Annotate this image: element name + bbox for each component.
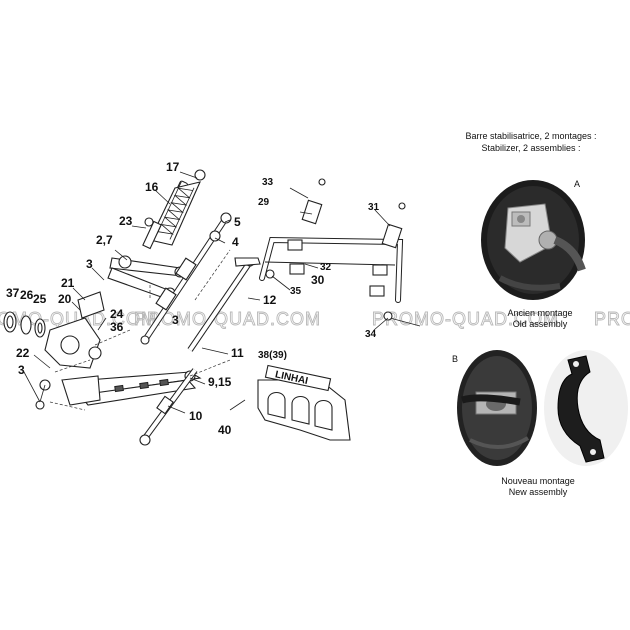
watermark-mid-right: PROMO-QUAD.COM <box>372 309 559 329</box>
callout-12: 12 <box>263 293 277 307</box>
callout-30: 30 <box>311 273 325 287</box>
callout-10: 10 <box>189 409 203 423</box>
callout-23: 23 <box>119 214 133 228</box>
callout-2-7: 2,7 <box>96 233 113 247</box>
callout-33: 33 <box>262 177 274 188</box>
stabilizer-bracket-31 <box>381 202 406 249</box>
lower-ball-joint <box>35 379 51 410</box>
callout-22: 22 <box>16 346 30 360</box>
old-assembly-photo <box>481 180 586 300</box>
lower-swing-arm <box>61 370 202 406</box>
old-assembly-en: Old assembly <box>513 319 568 329</box>
tie-rod-lower <box>139 368 198 446</box>
callout-21: 21 <box>61 276 75 290</box>
stabilizer-bracket-33 <box>289 178 326 225</box>
callout-32: 32 <box>320 262 332 273</box>
callout-11: 11 <box>231 346 244 360</box>
new-assembly-photo <box>457 350 537 466</box>
skid-plate: LINHAI <box>257 364 351 441</box>
watermark-right: PRO <box>594 309 630 329</box>
stabilizer-panel: Barre stabilisatrice, 2 montages : Stabi… <box>452 131 628 497</box>
callout-36: 36 <box>110 320 124 334</box>
old-assembly-fr: Ancien montage <box>507 308 572 318</box>
callout-leaders <box>23 171 391 414</box>
callout-35: 35 <box>290 286 302 297</box>
callout-38-39: 38(39) <box>258 350 287 361</box>
label-B: B <box>452 354 458 364</box>
callout-26: 26 <box>20 288 34 302</box>
callout-40: 40 <box>218 423 232 437</box>
watermark-center: PROMO-QUAD.COM <box>134 309 321 329</box>
callout-16: 16 <box>145 180 159 194</box>
bolt-40 <box>229 399 246 411</box>
upper-swing-arm <box>107 255 186 299</box>
callout-34: 34 <box>365 329 377 340</box>
callout-24: 24 <box>110 307 124 321</box>
tie-rod-long <box>187 257 261 352</box>
steering-knuckle <box>44 291 105 369</box>
assembly-guide-lines <box>49 249 231 411</box>
bearing-set <box>3 311 46 338</box>
callout-5: 5 <box>234 215 241 229</box>
callout-25: 25 <box>33 292 47 306</box>
callout-labels: 37 26 25 20 21 3 24 36 22 3 23 16 17 2,7… <box>6 160 380 437</box>
stabilizer-bushings <box>265 239 421 327</box>
tie-rod-upper <box>140 212 232 345</box>
stabilizer-title-en: Stabilizer, 2 assemblies : <box>481 143 580 153</box>
callout-29: 29 <box>258 197 270 208</box>
callout-3-mid: 3 <box>172 313 179 327</box>
callout-37: 37 <box>6 286 20 300</box>
callout-31: 31 <box>368 202 380 213</box>
new-bracket-photo <box>544 350 628 466</box>
callout-20: 20 <box>58 292 72 306</box>
callout-9-15: 9,15 <box>208 375 232 389</box>
callout-4: 4 <box>232 235 239 249</box>
callout-3-top: 3 <box>86 257 93 271</box>
shock-absorber <box>142 169 206 250</box>
callout-3-bottom: 3 <box>18 363 25 377</box>
label-A: A <box>574 179 580 189</box>
new-assembly-fr: Nouveau montage <box>501 476 575 486</box>
new-assembly-en: New assembly <box>509 487 568 497</box>
stabilizer-title-fr: Barre stabilisatrice, 2 montages : <box>465 131 596 141</box>
callout-17: 17 <box>166 160 180 174</box>
